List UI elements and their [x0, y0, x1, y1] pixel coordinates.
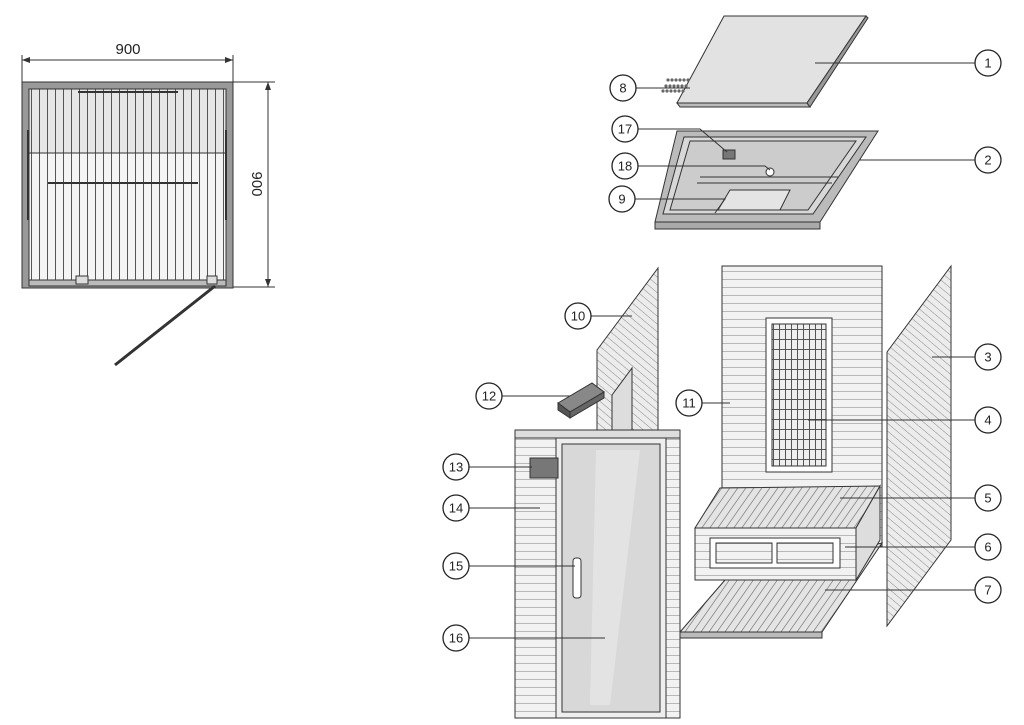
exploded-view — [514, 15, 952, 719]
control-panel — [529, 457, 559, 479]
callout-1: 1 — [974, 49, 1002, 77]
svg-text:7: 7 — [984, 583, 991, 598]
svg-text:14: 14 — [449, 501, 463, 516]
callout-6: 6 — [974, 533, 1002, 561]
svg-text:15: 15 — [449, 559, 463, 574]
depth-label: 900 — [248, 171, 265, 196]
svg-text:3: 3 — [984, 350, 991, 365]
svg-text:9: 9 — [618, 192, 625, 207]
callout-18: 18 — [611, 152, 639, 180]
callout-2: 2 — [974, 146, 1002, 174]
right-wall-panel — [886, 264, 952, 628]
floor-plan: 900 900 — [21, 41, 275, 367]
callout-10: 10 — [564, 302, 592, 330]
leader-lines — [469, 62, 975, 639]
svg-text:5: 5 — [984, 491, 991, 506]
callout-9: 9 — [608, 185, 636, 213]
vent-holes — [661, 78, 690, 93]
callout-14: 14 — [442, 494, 470, 522]
svg-text:8: 8 — [619, 81, 626, 96]
svg-text:16: 16 — [449, 631, 463, 646]
callout-11: 11 — [675, 389, 703, 417]
svg-text:17: 17 — [618, 122, 632, 137]
callout-13: 13 — [442, 453, 470, 481]
callout-4: 4 — [974, 406, 1002, 434]
callout-16: 16 — [442, 624, 470, 652]
svg-text:10: 10 — [571, 309, 585, 324]
svg-text:11: 11 — [682, 396, 696, 411]
svg-text:4: 4 — [984, 413, 991, 428]
callout-8: 8 — [609, 74, 637, 102]
svg-text:13: 13 — [449, 460, 463, 475]
bench-top — [694, 485, 881, 529]
door-handle — [572, 557, 582, 599]
svg-text:6: 6 — [984, 540, 991, 555]
callout-7: 7 — [974, 576, 1002, 604]
svg-text:18: 18 — [618, 159, 632, 174]
callout-17: 17 — [611, 115, 639, 143]
callout-12: 12 — [475, 382, 503, 410]
door-swing — [114, 284, 216, 367]
svg-text:2: 2 — [984, 153, 991, 168]
svg-text:12: 12 — [482, 389, 496, 404]
callout-15: 15 — [442, 552, 470, 580]
svg-text:1: 1 — [984, 56, 991, 71]
callout-5: 5 — [974, 484, 1002, 512]
callout-3: 3 — [974, 343, 1002, 371]
width-label: 900 — [115, 41, 140, 58]
